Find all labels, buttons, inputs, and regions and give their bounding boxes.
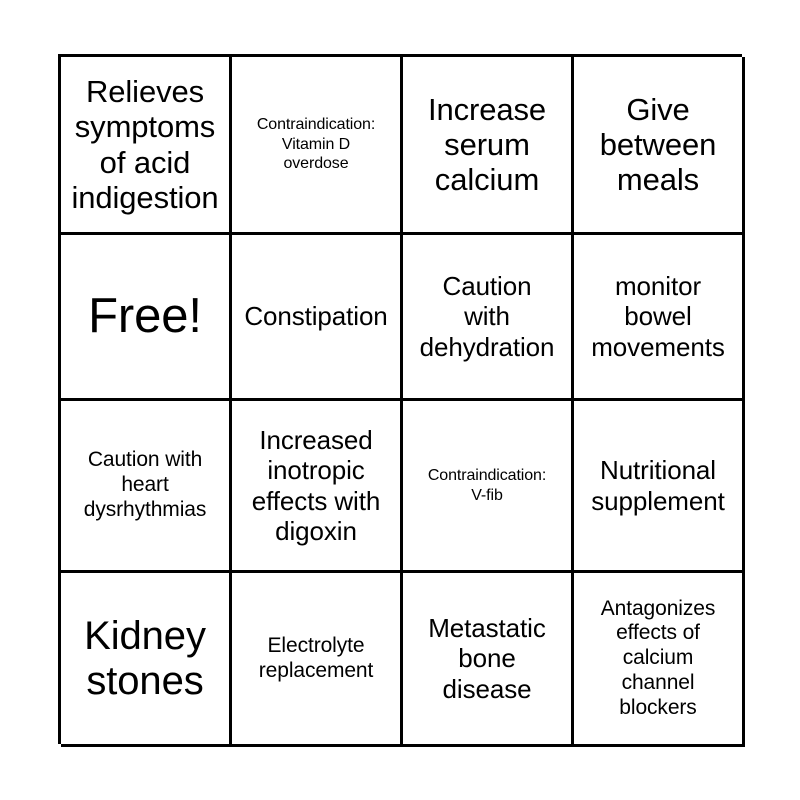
bingo-cell[interactable]: Increase serum calcium xyxy=(403,57,574,235)
bingo-cell-label: Free! xyxy=(88,289,202,344)
bingo-cell[interactable]: Increased inotropic effects with digoxin xyxy=(232,401,403,573)
bingo-cell[interactable]: Constipation xyxy=(232,235,403,401)
bingo-cell-label: Caution with heart dysrhythmias xyxy=(83,448,207,521)
bingo-cell-label: Antagonizes effects of calcium channel b… xyxy=(600,596,716,719)
bingo-cell[interactable]: Electrolyte replacement xyxy=(232,573,403,747)
bingo-cell[interactable]: Caution with heart dysrhythmias xyxy=(61,401,232,573)
bingo-cell-label: Increased inotropic effects with digoxin xyxy=(251,425,381,546)
bingo-cell[interactable]: Contraindication: V-fib xyxy=(403,401,574,573)
bingo-cell[interactable]: Antagonizes effects of calcium channel b… xyxy=(574,573,745,747)
bingo-cell-free-space[interactable]: Free! xyxy=(61,235,232,401)
bingo-cell-label: Kidney stones xyxy=(84,613,206,703)
bingo-cell-label: Electrolyte replacement xyxy=(258,633,374,682)
bingo-cell[interactable]: Metastatic bone disease xyxy=(403,573,574,747)
bingo-cell-label: Metastatic bone disease xyxy=(428,613,546,704)
bingo-cell-label: Caution with dehydration xyxy=(419,271,555,362)
bingo-cell[interactable]: Give between meals xyxy=(574,57,745,235)
bingo-cell-label: Constipation xyxy=(244,301,388,332)
bingo-cell-label: Nutritional supplement xyxy=(591,455,725,516)
bingo-cell[interactable]: monitor bowel movements xyxy=(574,235,745,401)
bingo-cell-label: Contraindication: Vitamin D overdose xyxy=(256,116,376,173)
bingo-cell-label: Contraindication: V-fib xyxy=(427,466,547,504)
bingo-cell[interactable]: Nutritional supplement xyxy=(574,401,745,573)
bingo-cell[interactable]: Contraindication: Vitamin D overdose xyxy=(232,57,403,235)
bingo-cell-label: Relieves symptoms of acid indigestion xyxy=(71,73,219,215)
bingo-cell[interactable]: Kidney stones xyxy=(61,573,232,747)
bingo-cell-label: Increase serum calcium xyxy=(427,91,547,198)
bingo-cell-label: Give between meals xyxy=(599,91,717,198)
bingo-cell-label: monitor bowel movements xyxy=(591,271,725,362)
bingo-cell[interactable]: Caution with dehydration xyxy=(403,235,574,401)
bingo-cell[interactable]: Relieves symptoms of acid indigestion xyxy=(61,57,232,235)
